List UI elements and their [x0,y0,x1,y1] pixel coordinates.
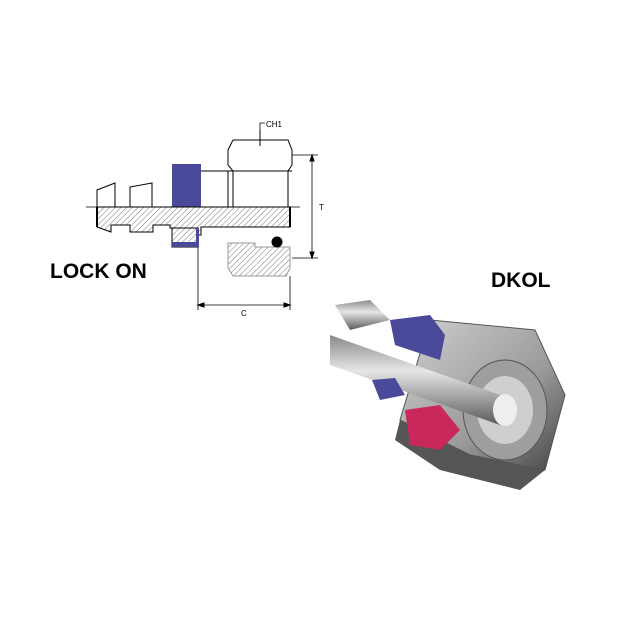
dimension-ch1: CH1 [266,120,283,129]
dimension-c: C [241,309,247,318]
collar [390,315,445,360]
insert [405,405,460,450]
tube [330,335,500,425]
dimension-t: T [319,203,324,212]
drawing-title: LOCK ON [50,260,147,283]
dkol-3d-render [330,300,566,490]
o-ring [271,236,283,248]
lock-on-section-drawing [86,122,318,310]
collar-upper [172,164,201,207]
product-title: DKOL [491,269,551,292]
